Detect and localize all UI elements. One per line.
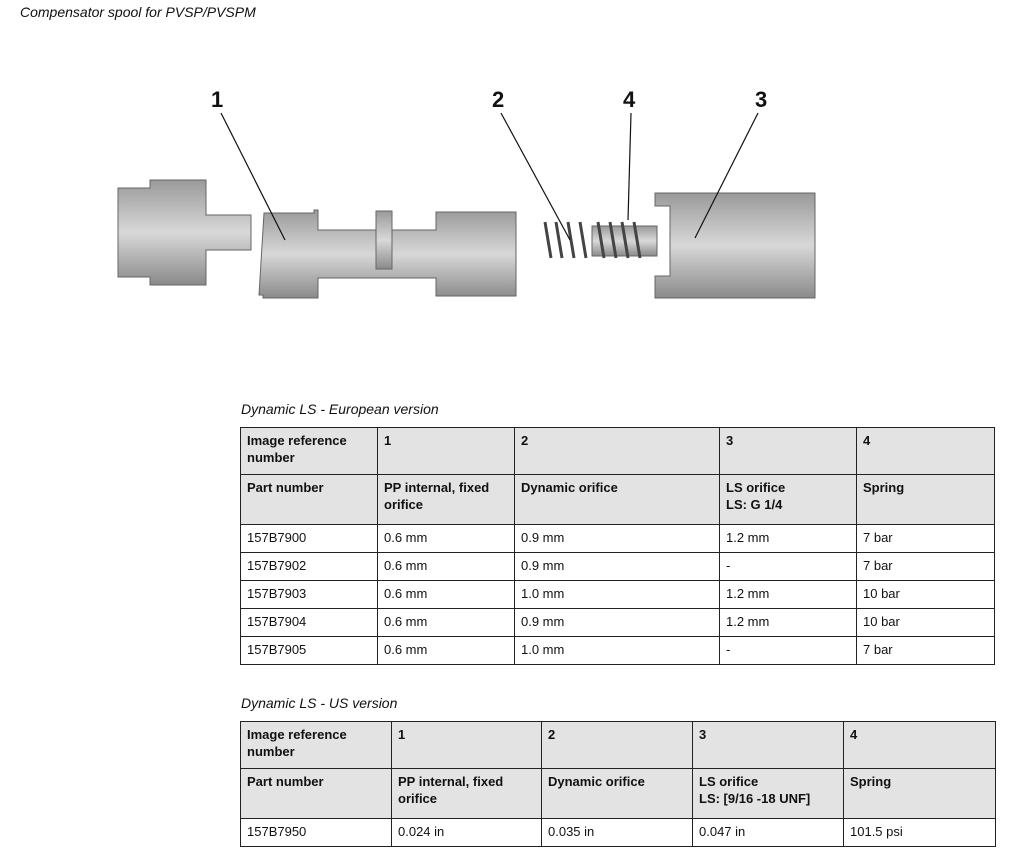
eu-table-caption: Dynamic LS - European version: [241, 401, 439, 417]
header-cell: Part number: [240, 474, 378, 525]
table-cell: 0.6 mm: [377, 552, 515, 581]
us-table-caption: Dynamic LS - US version: [241, 695, 398, 711]
table-cell: 1.2 mm: [719, 608, 857, 637]
table-cell: 0.035 in: [541, 818, 693, 847]
header-cell: 3: [692, 721, 844, 769]
header-cell: 4: [856, 427, 995, 475]
table-cell: 0.9 mm: [514, 608, 720, 637]
header-cell: 2: [541, 721, 693, 769]
header-cell: 1: [391, 721, 542, 769]
table-cell: 0.024 in: [391, 818, 542, 847]
table-cell: 0.9 mm: [514, 524, 720, 553]
table-cell: -: [719, 552, 857, 581]
header-cell: Image reference number: [240, 427, 378, 475]
table-cell: -: [719, 636, 857, 665]
callout-2: 2: [492, 87, 504, 112]
table-cell: 157B7902: [240, 552, 378, 581]
compensator-spool-diagram: 1 2 4 3: [117, 87, 816, 299]
table-cell: 0.6 mm: [377, 636, 515, 665]
table-cell: 0.6 mm: [377, 608, 515, 637]
header-text: LS orifice: [699, 774, 759, 789]
callout-1: 1: [211, 87, 223, 112]
table-cell: 0.6 mm: [377, 524, 515, 553]
header-subtext: LS: [9/16 -18 UNF]: [699, 791, 811, 806]
table-cell: 1.2 mm: [719, 580, 857, 609]
header-cell: 3: [719, 427, 857, 475]
table-cell: 7 bar: [856, 552, 995, 581]
header-cell: Spring: [843, 768, 996, 819]
table-cell: 1.0 mm: [514, 636, 720, 665]
table-cell: 1.0 mm: [514, 580, 720, 609]
table-cell: 157B7950: [240, 818, 392, 847]
header-cell: 2: [514, 427, 720, 475]
table-cell: 101.5 psi: [843, 818, 996, 847]
spool-parts: [117, 179, 816, 299]
table-cell: 0.6 mm: [377, 580, 515, 609]
table-cell: 10 bar: [856, 608, 995, 637]
header-cell: PP internal, fixed orifice: [391, 768, 542, 819]
table-cell: 7 bar: [856, 524, 995, 553]
table-cell: 157B7904: [240, 608, 378, 637]
table-cell: 10 bar: [856, 580, 995, 609]
callout-4: 4: [623, 87, 636, 112]
table-cell: 157B7905: [240, 636, 378, 665]
table-cell: 1.2 mm: [719, 524, 857, 553]
header-cell: Image reference number: [240, 721, 392, 769]
spring: [543, 221, 642, 259]
callout-3: 3: [755, 87, 767, 112]
table-cell: 157B7903: [240, 580, 378, 609]
header-cell: Part number: [240, 768, 392, 819]
table-cell: 0.9 mm: [514, 552, 720, 581]
callout-lines: [220, 112, 759, 241]
table-cell: 7 bar: [856, 636, 995, 665]
header-cell: Spring: [856, 474, 995, 525]
table-cell: 0.047 in: [692, 818, 844, 847]
page-title: Compensator spool for PVSP/PVSPM: [20, 4, 256, 20]
header-text: LS orifice: [726, 480, 786, 495]
header-cell: 1: [377, 427, 515, 475]
header-subtext: LS: G 1/4: [726, 497, 783, 512]
table-cell: 157B7900: [240, 524, 378, 553]
header-cell: Dynamic orifice: [514, 474, 720, 525]
header-cell: PP internal, fixed orifice: [377, 474, 515, 525]
header-cell: 4: [843, 721, 996, 769]
header-cell: Dynamic orifice: [541, 768, 693, 819]
